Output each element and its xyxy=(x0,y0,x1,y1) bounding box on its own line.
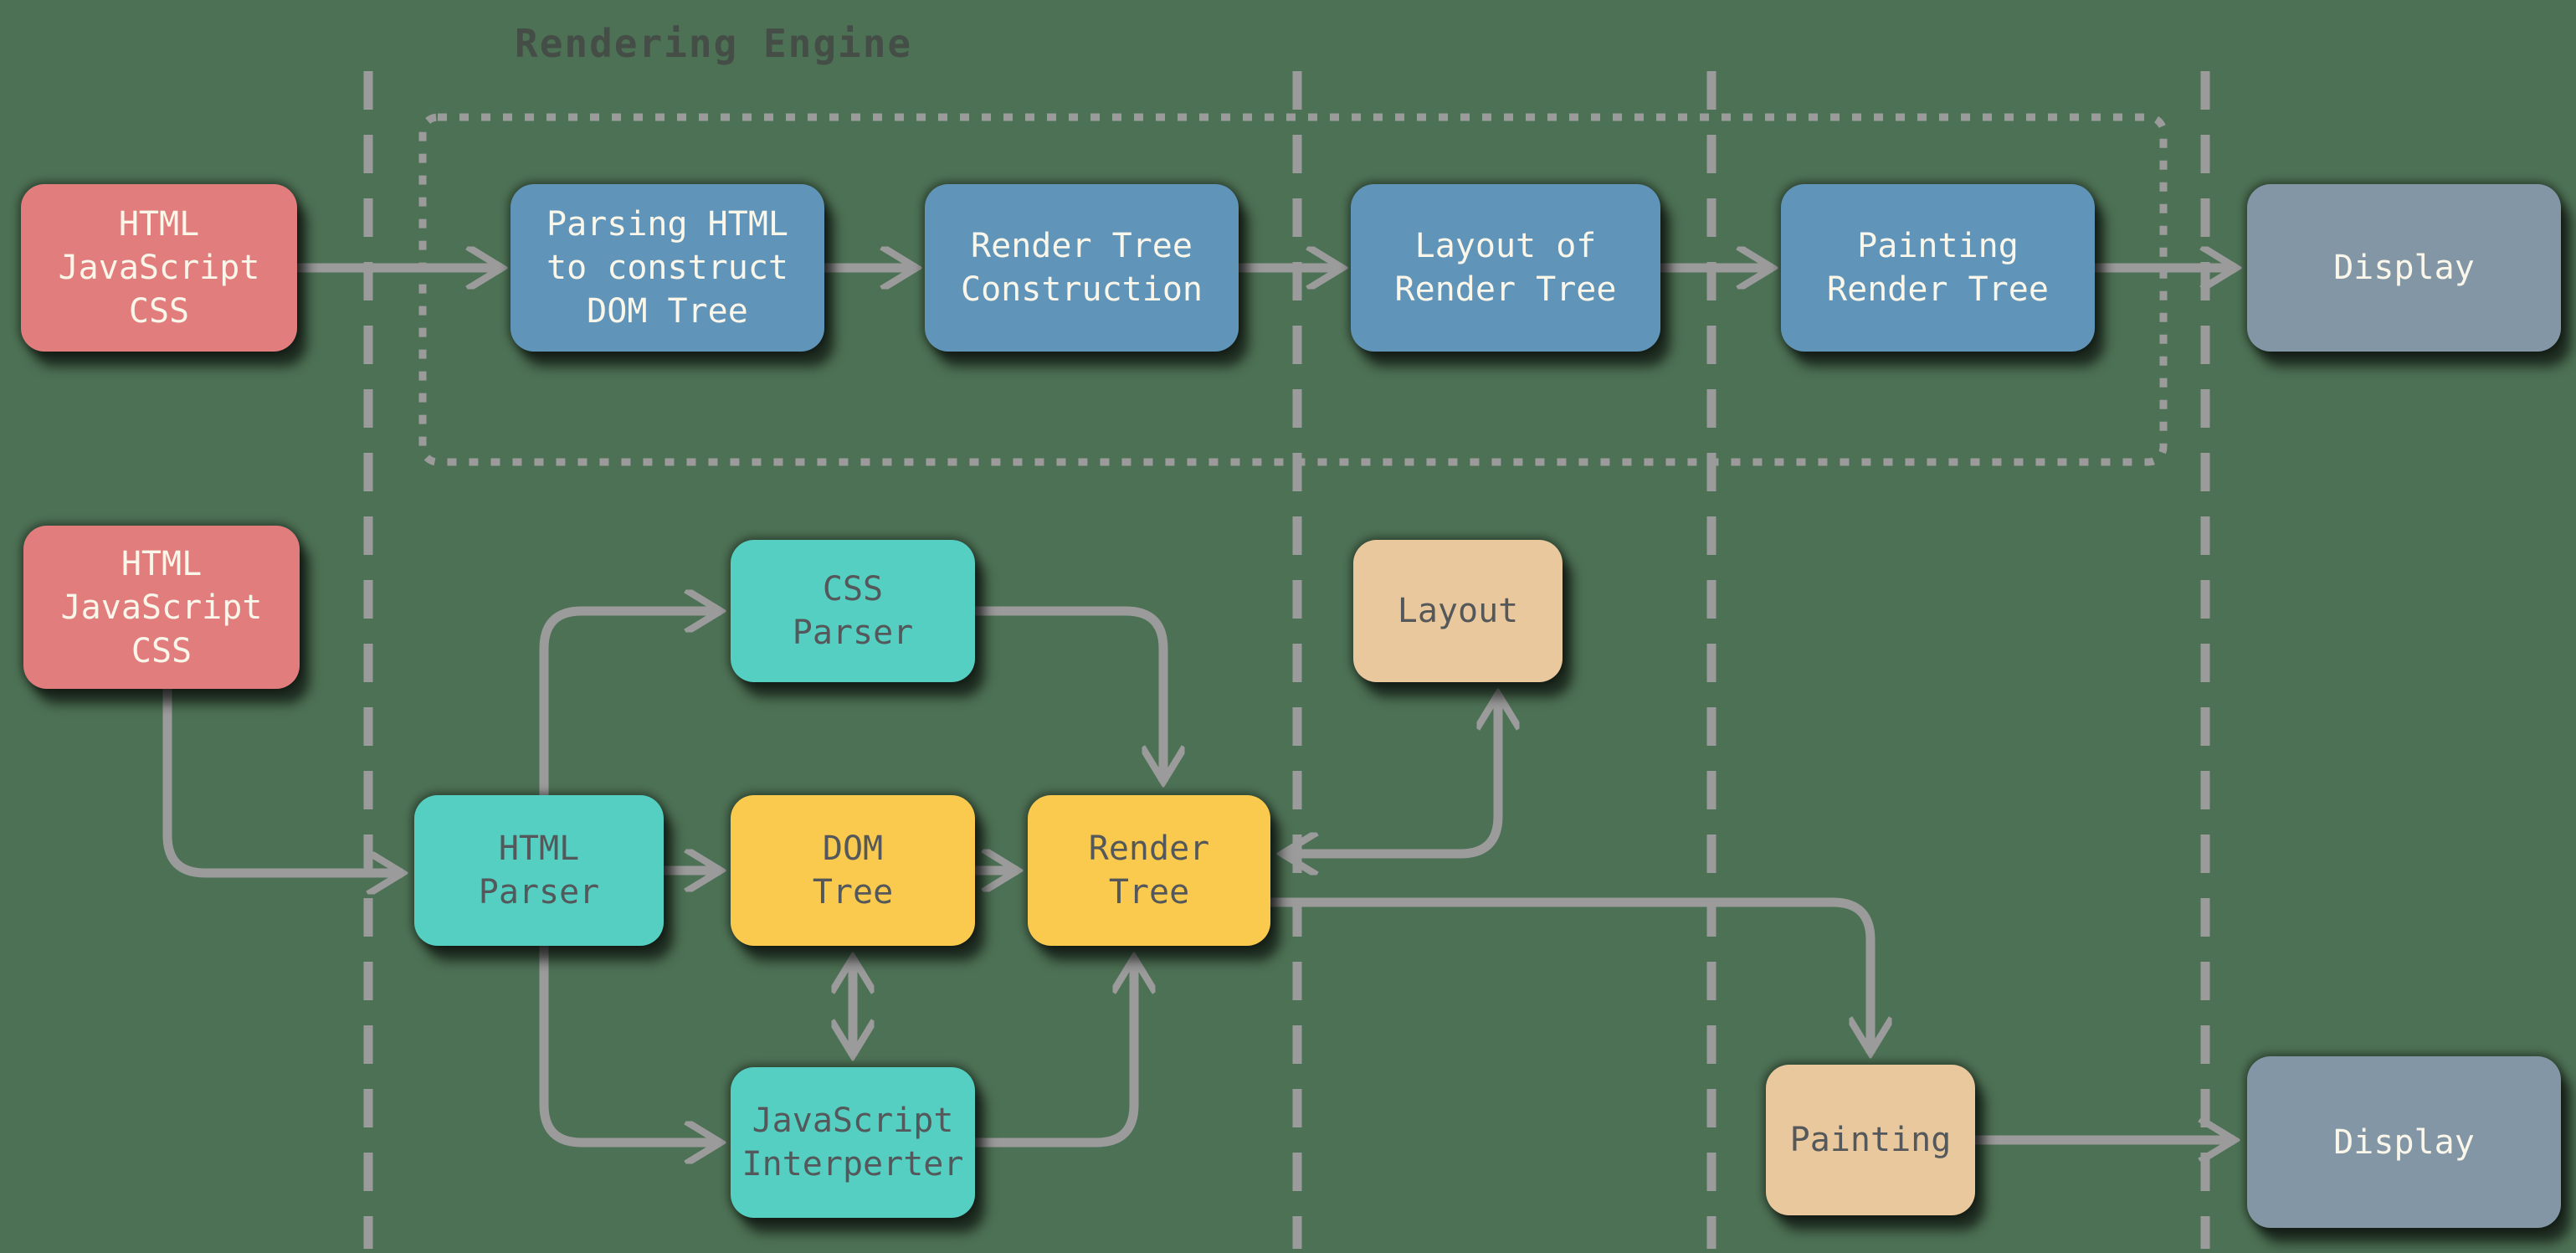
box-javascript-interpreter: JavaScript Interperter xyxy=(731,1067,975,1218)
box-html-parser: HTML Parser xyxy=(414,795,664,946)
box-parsing-html: Parsing HTML to construct DOM Tree xyxy=(511,184,824,352)
box-css-parser: CSS Parser xyxy=(731,540,975,682)
box-render-tree: Render Tree xyxy=(1028,795,1270,946)
arrow-jsinterpreter-to-rendertree xyxy=(975,958,1134,1148)
box-render-tree-construction: Render Tree Construction xyxy=(925,184,1239,352)
box-layout: Layout xyxy=(1353,540,1563,682)
box-render-tree-label: Render Tree xyxy=(1088,829,1210,912)
arrow-rendertree-layout-bidirectional xyxy=(1282,694,1498,854)
arrow-htmlparser-to-cssparser xyxy=(539,611,721,795)
box-painting-label: Painting xyxy=(1789,1121,1952,1159)
box-painting-render-tree: Painting Render Tree xyxy=(1781,184,2095,352)
box-render-tree-construction-label: Render Tree Construction xyxy=(961,227,1203,309)
arrow-rendertree-to-painting xyxy=(1270,897,1870,1053)
box-display-bottom-label: Display xyxy=(2333,1122,2475,1162)
box-display-top-label: Display xyxy=(2333,249,2475,287)
box-layout-of-render-tree-label: Layout of Render Tree xyxy=(1394,227,1617,309)
box-display-bottom: Display xyxy=(2247,1056,2561,1228)
box-javascript-interpreter-label: JavaScript Interperter xyxy=(741,1102,964,1184)
box-html-parser-label: HTML Parser xyxy=(478,829,600,912)
arrow-cssparser-to-rendertree xyxy=(975,606,1163,782)
box-layout-label: Layout xyxy=(1397,592,1519,630)
box-parsing-html-label: Parsing HTML to construct DOM Tree xyxy=(547,205,788,331)
box-painting-render-tree-label: Painting Render Tree xyxy=(1827,227,2049,309)
box-dom-tree-label: DOM Tree xyxy=(812,829,894,912)
box-css-parser-label: CSS Parser xyxy=(792,570,914,652)
arrow-source-to-htmlparser xyxy=(162,689,403,873)
box-layout-of-render-tree: Layout of Render Tree xyxy=(1351,184,1660,352)
box-source-bottom-label: HTML JavaScript CSS xyxy=(60,544,263,670)
box-painting: Painting xyxy=(1766,1065,1975,1215)
box-source-bottom: HTML JavaScript CSS xyxy=(23,526,300,689)
box-source-top-label: HTML JavaScript CSS xyxy=(58,205,260,331)
box-source-top: HTML JavaScript CSS xyxy=(21,184,297,352)
arrow-htmlparser-to-jsinterpreter xyxy=(539,946,721,1143)
box-dom-tree: DOM Tree xyxy=(731,795,975,946)
rendering-engine-frame xyxy=(418,113,2168,466)
rendering-engine-title: Rendering Engine xyxy=(515,21,913,66)
box-display-top: Display xyxy=(2247,184,2561,352)
